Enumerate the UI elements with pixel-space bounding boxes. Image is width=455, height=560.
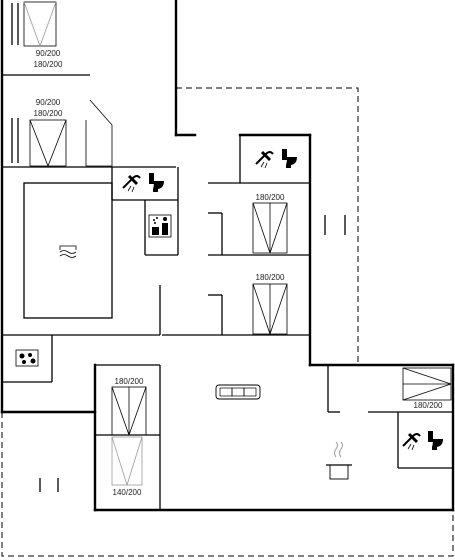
toilet-icon [149, 173, 164, 192]
bed-label: 140/200 [113, 488, 142, 497]
shower-icon [122, 174, 141, 193]
bed-left-bottom-bottom [111, 436, 143, 486]
bed-label: 180/200 [115, 377, 144, 386]
terrace-outline [1, 87, 454, 557]
bed-label: 180/200 [414, 401, 443, 410]
sauna-icon [148, 214, 172, 238]
bed-top-bunk [23, 1, 57, 47]
windows [11, 3, 346, 492]
bed-label: 180/200 [256, 273, 285, 282]
pool [23, 182, 113, 319]
bed-label: 180/200 [34, 109, 63, 118]
bed-label: 180/200 [256, 193, 285, 202]
toilet-icon [428, 431, 443, 450]
bed-label: 180/200 [34, 60, 63, 69]
pool-icon [59, 245, 77, 258]
exterior-walls [0, 0, 455, 512]
bed-room-b [252, 283, 288, 335]
bed-label: 90/200 [36, 98, 61, 107]
interior-walls [2, 74, 453, 510]
bed-right [402, 367, 452, 401]
bed-left-bottom-top [111, 386, 147, 436]
bed-label: 90/200 [36, 49, 61, 58]
bed-mid-bunk [29, 99, 113, 167]
whirlpool-icon [15, 349, 39, 367]
bed-room-a [252, 202, 288, 254]
toilet-icon [282, 149, 297, 168]
shower-icon [255, 150, 274, 169]
sofa-icon [215, 384, 261, 400]
cooking-pot-icon [326, 441, 352, 480]
shower-icon [402, 432, 421, 451]
